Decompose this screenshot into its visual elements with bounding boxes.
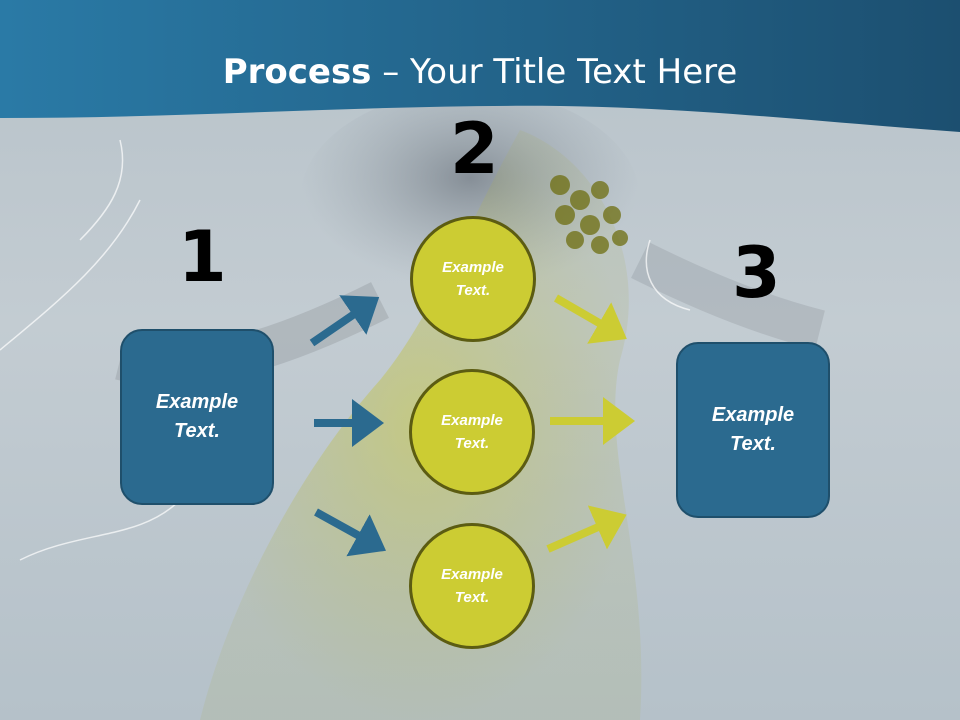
step-1-text: Example Text. bbox=[155, 391, 239, 442]
step-2-circle-top: Example Text. bbox=[410, 216, 536, 342]
step-2-circle-middle: Example Text. bbox=[409, 369, 535, 495]
step-number-1: 1 bbox=[178, 216, 227, 298]
step-2-circle-bottom: Example Text. bbox=[409, 523, 535, 649]
step-2-text-middle: Example Text. bbox=[441, 412, 503, 452]
arrow-yellow-down bbox=[546, 505, 627, 553]
step-number-2: 2 bbox=[450, 108, 499, 190]
step-number-3: 3 bbox=[732, 232, 781, 314]
title-rest: – Your Title Text Here bbox=[371, 52, 738, 92]
step-1-box: Example Text. bbox=[120, 329, 274, 505]
slide-title: Process – Your Title Text Here bbox=[0, 52, 960, 92]
arrow-blue-down bbox=[314, 508, 386, 557]
step-2-text-bottom: Example Text. bbox=[441, 566, 503, 606]
arrow-yellow-up bbox=[553, 294, 627, 344]
title-bold: Process bbox=[222, 52, 372, 92]
step-3-box: Example Text. bbox=[676, 342, 830, 518]
step-3-text: Example Text. bbox=[711, 404, 795, 455]
step-2-text-top: Example Text. bbox=[442, 259, 504, 299]
header-band bbox=[0, 0, 960, 132]
arrow-blue-up bbox=[309, 295, 380, 347]
